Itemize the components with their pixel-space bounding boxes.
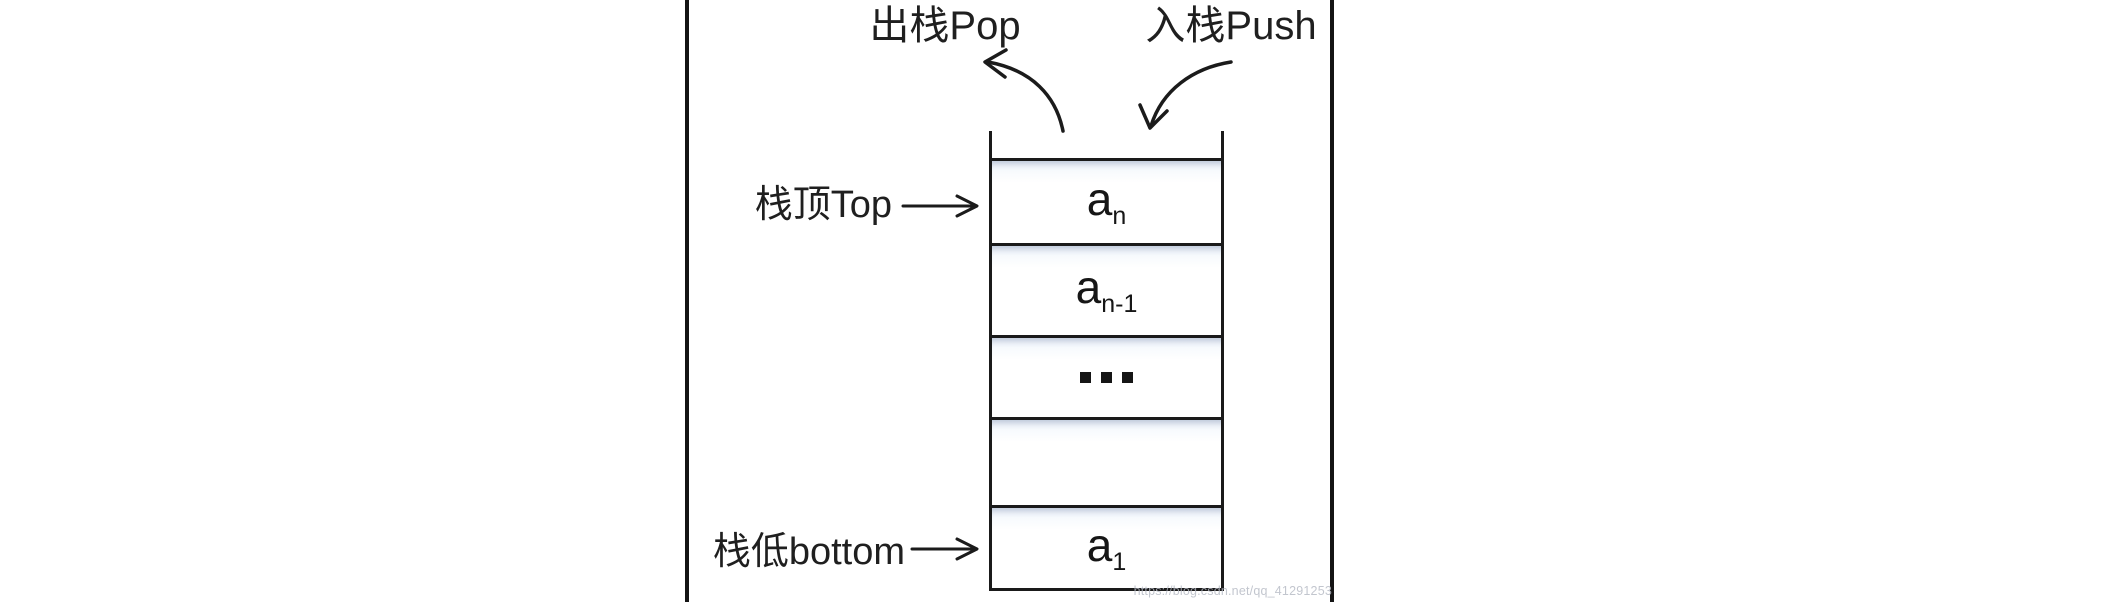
stack-bottom-line bbox=[989, 588, 1224, 591]
stack-bottom-pointer-label: 栈低bottom bbox=[712, 531, 905, 573]
top-pointer-arrow bbox=[901, 194, 979, 218]
stack-cell-an-1: an-1 bbox=[992, 246, 1221, 335]
frame-right-border bbox=[1330, 0, 1334, 602]
stack-cell-an: an bbox=[992, 161, 1221, 243]
push-arrow bbox=[1138, 60, 1233, 130]
stack-top-pointer-label: 栈顶Top bbox=[754, 184, 892, 226]
cell-divider bbox=[989, 243, 1224, 246]
cell-value: an-1 bbox=[1075, 261, 1138, 318]
watermark-url: https://blog.csdn.net/qq_41291253 bbox=[1133, 584, 1332, 598]
cell-value: a1 bbox=[1086, 518, 1127, 576]
cell-divider bbox=[989, 335, 1224, 338]
pop-arrow bbox=[983, 48, 1065, 133]
cell-divider bbox=[989, 158, 1224, 161]
stack-cell-a1: a1 bbox=[992, 508, 1221, 588]
ellipsis-dots bbox=[1080, 372, 1133, 383]
stack-cell-empty bbox=[992, 420, 1221, 505]
frame-left-border bbox=[685, 0, 689, 602]
cell-divider bbox=[989, 505, 1224, 508]
stack-left-wall bbox=[989, 131, 992, 591]
bottom-pointer-arrow bbox=[910, 537, 979, 561]
stack-right-wall bbox=[1221, 131, 1224, 591]
push-action-label: 入栈Push bbox=[1145, 4, 1317, 48]
cell-value: an bbox=[1086, 172, 1127, 230]
stack-cell-ellipsis bbox=[992, 338, 1221, 417]
cell-divider bbox=[989, 417, 1224, 420]
pop-action-label: 出栈Pop bbox=[869, 4, 1021, 48]
